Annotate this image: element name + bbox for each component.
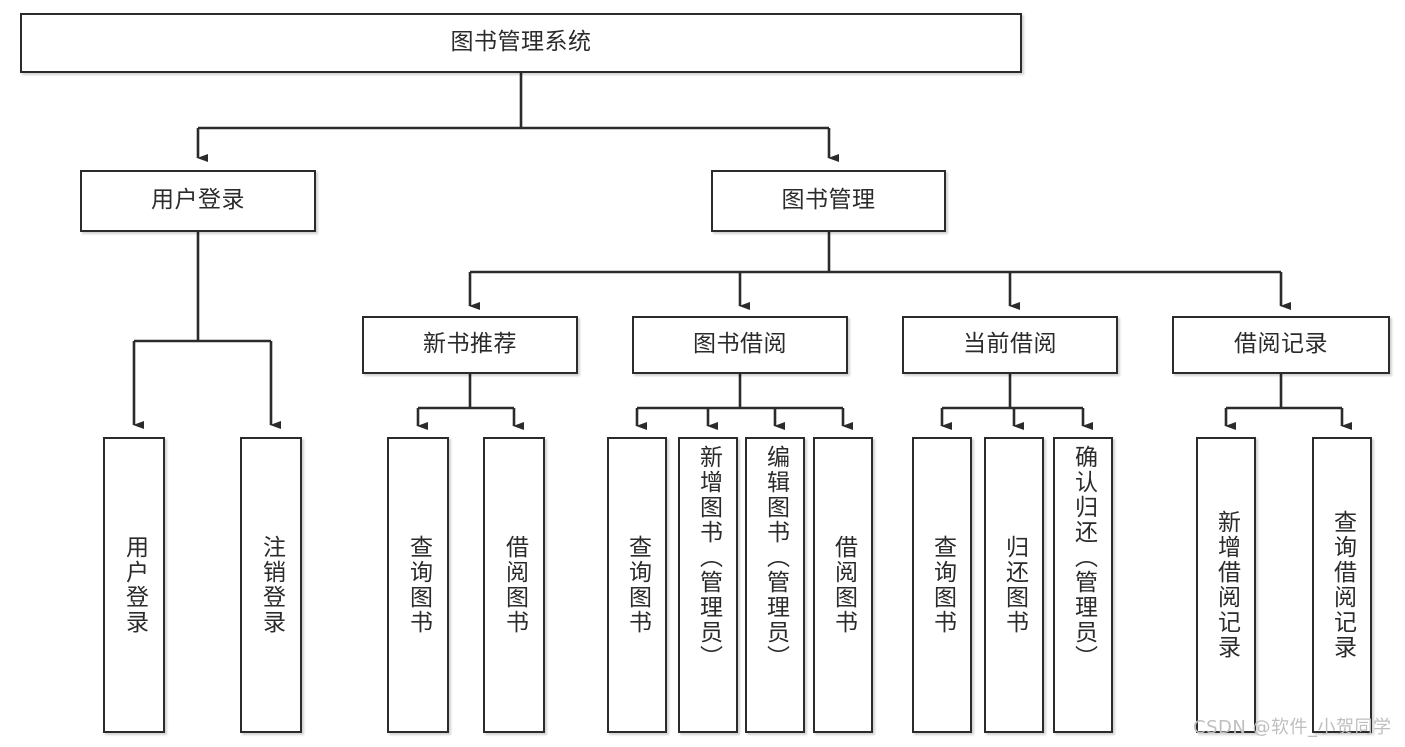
node-leaf-borrow-book-2[interactable]: 借阅图书 xyxy=(813,437,873,733)
node-leaf-edit-book-admin[interactable]: 编辑图书（管理员） xyxy=(745,437,805,733)
node-user-login[interactable]: 用户登录 xyxy=(80,170,316,232)
node-borrow-record[interactable]: 借阅记录 xyxy=(1172,316,1390,374)
node-leaf-query-book-1-label: 查询图书 xyxy=(405,535,432,635)
node-leaf-user-login[interactable]: 用户登录 xyxy=(103,437,165,733)
node-leaf-user-login-label: 用户登录 xyxy=(121,535,148,635)
node-borrow-record-label: 借阅记录 xyxy=(1234,331,1328,358)
node-leaf-add-book-admin[interactable]: 新增图书（管理员） xyxy=(678,437,738,733)
node-leaf-user-logout[interactable]: 注销登录 xyxy=(240,437,302,733)
node-leaf-return-book[interactable]: 归还图书 xyxy=(984,437,1044,733)
node-leaf-edit-book-admin-label: 编辑图书（管理员） xyxy=(762,445,789,670)
node-book-management-label: 图书管理 xyxy=(781,187,876,214)
node-book-management[interactable]: 图书管理 xyxy=(711,170,946,232)
node-user-login-label: 用户登录 xyxy=(151,187,245,214)
node-leaf-add-book-admin-label: 新增图书（管理员） xyxy=(695,445,722,670)
node-leaf-borrow-book-2-label: 借阅图书 xyxy=(830,535,857,635)
node-leaf-borrow-book-1[interactable]: 借阅图书 xyxy=(483,437,545,733)
node-leaf-query-book-2-label: 查询图书 xyxy=(624,535,651,635)
node-current-borrow[interactable]: 当前借阅 xyxy=(902,316,1118,374)
node-leaf-add-borrow-record[interactable]: 新增借阅记录 xyxy=(1196,437,1256,733)
node-book-borrow[interactable]: 图书借阅 xyxy=(632,316,848,374)
node-leaf-borrow-book-1-label: 借阅图书 xyxy=(501,535,528,635)
node-root[interactable]: 图书管理系统 xyxy=(20,13,1022,73)
node-new-book-recommend[interactable]: 新书推荐 xyxy=(362,316,578,374)
node-leaf-query-book-3[interactable]: 查询图书 xyxy=(912,437,972,733)
node-leaf-add-borrow-record-label: 新增借阅记录 xyxy=(1213,510,1240,660)
node-leaf-confirm-return-admin[interactable]: 确认归还（管理员） xyxy=(1053,437,1113,733)
node-leaf-query-borrow-record[interactable]: 查询借阅记录 xyxy=(1312,437,1372,733)
node-leaf-return-book-label: 归还图书 xyxy=(1001,535,1028,635)
node-book-borrow-label: 图书借阅 xyxy=(693,331,787,358)
node-leaf-query-book-2[interactable]: 查询图书 xyxy=(607,437,667,733)
node-leaf-query-borrow-record-label: 查询借阅记录 xyxy=(1329,510,1356,660)
node-current-borrow-label: 当前借阅 xyxy=(963,331,1057,358)
node-root-label: 图书管理系统 xyxy=(450,29,592,56)
node-leaf-query-book-1[interactable]: 查询图书 xyxy=(387,437,449,733)
node-leaf-confirm-return-admin-label: 确认归还（管理员） xyxy=(1070,445,1097,670)
node-leaf-user-logout-label: 注销登录 xyxy=(258,535,285,635)
node-new-book-recommend-label: 新书推荐 xyxy=(423,331,517,358)
csdn-watermark: CSDN @软件_小贺同学 xyxy=(1193,717,1392,738)
node-leaf-query-book-3-label: 查询图书 xyxy=(929,535,956,635)
